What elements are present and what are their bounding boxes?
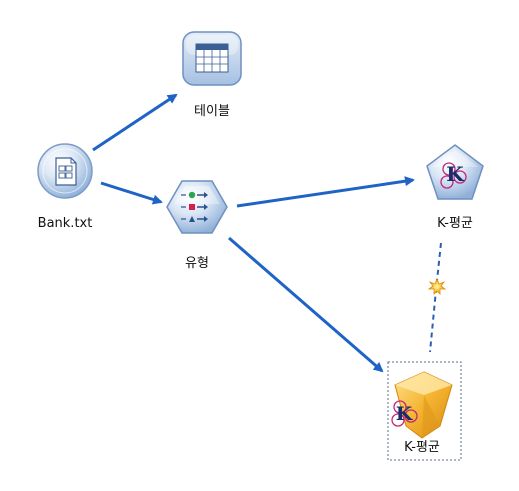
- model-link-star-icon: [427, 277, 447, 295]
- type-field-ops-icon: [166, 180, 228, 234]
- node-label-table: 테이블: [194, 104, 230, 119]
- selection-box: [387, 361, 462, 461]
- node-source[interactable]: Bank.txt: [37, 143, 93, 231]
- kmeans-modeling-icon: K: [426, 144, 484, 200]
- model-link-dashed[interactable]: [429, 242, 442, 353]
- node-label-source: Bank.txt: [38, 216, 93, 231]
- stream-links: [92, 93, 447, 373]
- table-output-icon: [182, 31, 242, 86]
- node-label-type: 유형: [185, 256, 209, 271]
- link-type-to-kmeans-modeler[interactable]: [236, 176, 415, 208]
- svg-text:K: K: [446, 162, 464, 186]
- link-source-to-type[interactable]: [100, 181, 163, 205]
- node-label-kmeans-nugget: K-평균: [404, 440, 440, 455]
- kmeans-model-nugget-icon: K: [391, 371, 453, 439]
- node-type[interactable]: 유형: [166, 180, 228, 271]
- file-source-icon: [37, 143, 93, 199]
- svg-text:K: K: [396, 403, 414, 425]
- node-kmeans-modeler[interactable]: K K-평균: [426, 144, 484, 231]
- node-kmeans-nugget[interactable]: K K-평균: [387, 361, 462, 461]
- node-label-kmeans-modeler: K-평균: [437, 216, 473, 231]
- link-source-to-table[interactable]: [92, 93, 178, 152]
- node-table[interactable]: 테이블: [182, 31, 242, 119]
- link-type-to-kmeans-nugget[interactable]: [228, 236, 384, 373]
